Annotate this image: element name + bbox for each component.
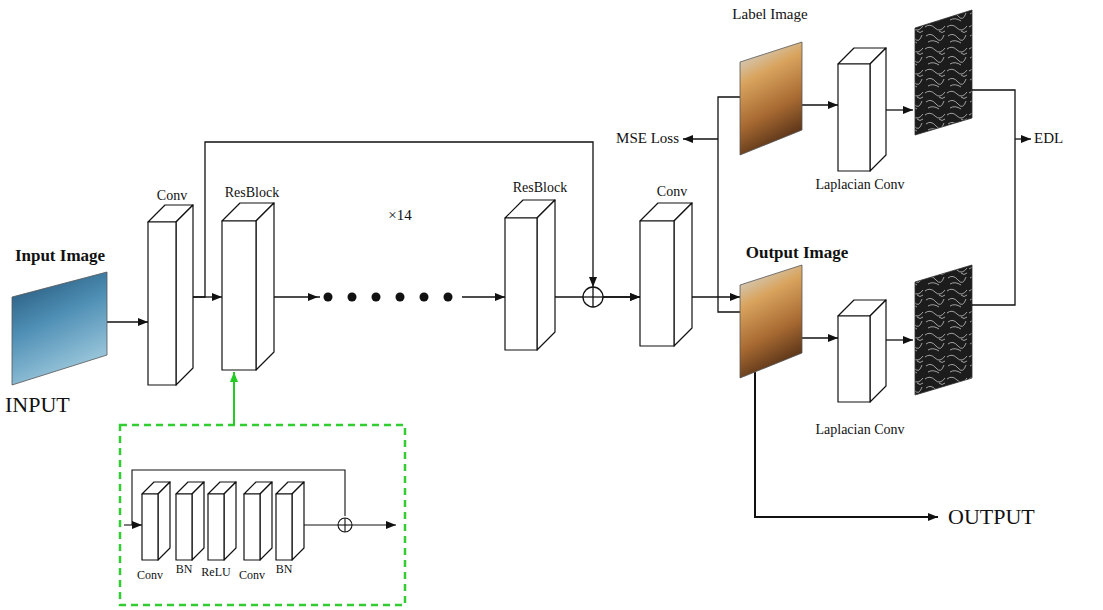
- edge-map-image: [915, 10, 972, 395]
- laplacian-conv: Laplacian Conv: [838, 48, 886, 171]
- block-label: Laplacian Conv: [815, 177, 904, 193]
- conv-layer: Conv: [142, 482, 170, 560]
- block-label: Conv: [137, 569, 163, 583]
- block-label: Output Image: [746, 243, 848, 263]
- bn-layer: BN: [176, 482, 204, 560]
- input-image: Input Image: [12, 272, 107, 385]
- output-image: Output Image: [740, 265, 802, 378]
- layer-block-shape: [208, 482, 236, 560]
- layer-block-shape: [838, 300, 886, 402]
- loss-label: EDL: [1034, 130, 1063, 147]
- flow-arrow: [802, 104, 838, 105]
- layer-block-shape: [838, 48, 886, 171]
- block-label: Conv: [657, 184, 687, 200]
- relu-layer: ReLU: [208, 482, 236, 560]
- image-shape: [740, 265, 802, 378]
- block-label: Input Image: [15, 246, 105, 266]
- block-label: BN: [276, 563, 293, 577]
- repeat-dots: [308, 289, 462, 305]
- io-label: OUTPUT: [948, 504, 1035, 529]
- bn-layer: BN: [276, 482, 304, 560]
- laplacian-conv: Laplacian Conv: [838, 300, 886, 402]
- flow-arrow: [692, 296, 740, 297]
- flow-arrow: [802, 337, 838, 338]
- layer-block-shape: [176, 482, 204, 560]
- detail-box: [120, 425, 405, 605]
- sum-symbol: [583, 277, 603, 307]
- layer-block-shape: [142, 482, 170, 560]
- resblock: ResBlock: [222, 203, 274, 370]
- label-image: Label Image: [740, 42, 802, 155]
- block-label: Conv: [239, 569, 265, 583]
- block-label: BN: [176, 563, 193, 577]
- resblock: ResBlock: [505, 200, 555, 350]
- block-label: Conv: [157, 188, 187, 204]
- edl-wiring: [972, 90, 1031, 305]
- loss-label: MSE Loss: [616, 130, 679, 147]
- layer-block-shape: [244, 482, 272, 560]
- image-shape: [12, 272, 107, 385]
- laplacian-output-arrow: [886, 110, 913, 340]
- detail-pointer: [233, 372, 235, 425]
- block-label: ResBlock: [513, 180, 567, 196]
- block-label: ReLU: [201, 566, 230, 580]
- conv-block: Conv: [640, 203, 692, 346]
- layer-block-shape: [505, 200, 555, 350]
- io-label: INPUT: [5, 392, 70, 417]
- flow-arrow: [555, 296, 640, 297]
- layer-block-shape: [148, 205, 193, 385]
- image-shape: [740, 42, 802, 155]
- block-label: Laplacian Conv: [815, 422, 904, 438]
- layer-block-shape: [276, 482, 304, 560]
- layer-block-shape: [640, 203, 692, 346]
- repeat-count: ×14: [388, 207, 411, 224]
- block-label: ResBlock: [225, 185, 279, 201]
- conv-block: Conv: [148, 205, 193, 385]
- block-label: Label Image: [732, 6, 807, 23]
- layer-block-shape: [222, 203, 274, 370]
- conv-layer: Conv: [244, 482, 272, 560]
- flow-arrow: [107, 321, 148, 322]
